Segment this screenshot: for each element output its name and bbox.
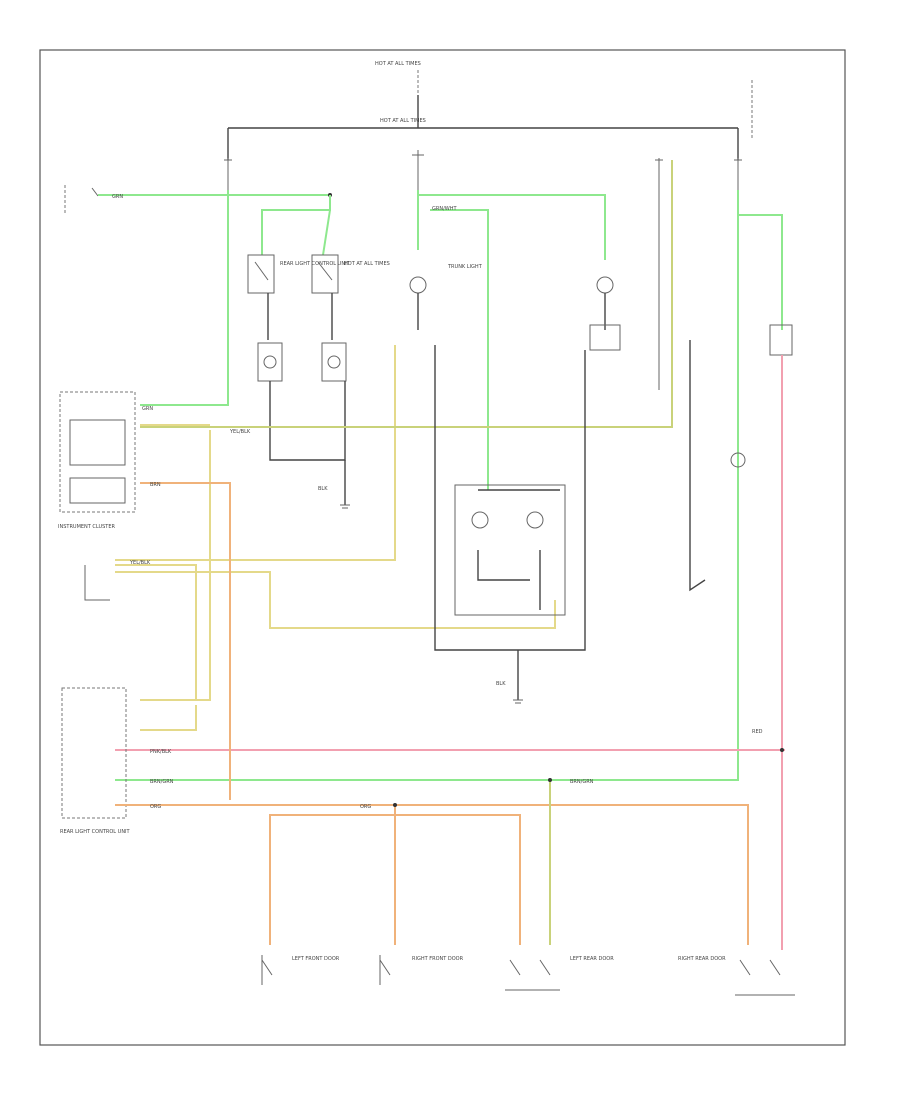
svg-text:LEFT REAR DOOR: LEFT REAR DOOR <box>570 956 614 962</box>
ground-symbol-2 <box>513 699 523 704</box>
wire-yel-blk-1 <box>115 345 396 561</box>
glove-box-light <box>589 276 621 351</box>
wire-yel-2 <box>140 430 211 701</box>
wire-org-drop-3 <box>395 814 521 945</box>
right-rear-door-switch: RIGHT REAR DOOR <box>678 956 795 996</box>
svg-text:YEL/BLK: YEL/BLK <box>129 560 151 566</box>
diagram-frame <box>39 49 846 1046</box>
rear-light-control-unit: REAR LIGHT CONTROL UNIT <box>60 687 131 835</box>
wire-grn-right-top <box>737 190 783 330</box>
wire-grn-center-b <box>430 209 489 490</box>
wire-org-cluster <box>140 482 231 800</box>
svg-text:HOT AT ALL TIMES: HOT AT ALL TIMES <box>344 261 390 267</box>
svg-text:BRN/GRN: BRN/GRN <box>570 779 594 785</box>
left-front-door-switch: LEFT FRONT DOOR <box>261 955 340 985</box>
svg-text:YEL/BLK: YEL/BLK <box>229 429 251 435</box>
trunk-light: TRUNK LIGHT <box>409 264 483 330</box>
svg-text:BLK: BLK <box>318 486 328 492</box>
top-bus <box>227 70 753 160</box>
wire-org-long <box>115 804 749 945</box>
wire-yel-blk-long <box>140 160 673 428</box>
instrument-cluster: INSTRUMENT CLUSTER <box>58 391 136 530</box>
svg-text:PNK/BLK: PNK/BLK <box>150 749 172 755</box>
wire-lamp-ground <box>269 381 346 461</box>
svg-text:INSTRUMENT CLUSTER: INSTRUMENT CLUSTER <box>58 524 116 530</box>
right-front-lamp <box>769 324 793 950</box>
svg-text:REAR LIGHT CONTROL UNIT: REAR LIGHT CONTROL UNIT <box>60 829 131 835</box>
svg-text:RIGHT REAR DOOR: RIGHT REAR DOOR <box>678 956 726 962</box>
svg-text:TRUNK LIGHT: TRUNK LIGHT <box>447 264 483 270</box>
wire-grn-lights <box>261 195 331 255</box>
junction-connector <box>84 564 197 700</box>
trunk-switch <box>689 340 706 592</box>
svg-text:GRN/WHT: GRN/WHT <box>432 206 457 212</box>
wire-grn-lights-b <box>322 209 331 256</box>
svg-text:BLK: BLK <box>496 681 506 687</box>
wire-grn-long <box>115 215 739 781</box>
wire-label-group: GRN GRN YEL/BLK GRN/WHT BLK BLK BRN YEL/… <box>112 118 763 810</box>
wire-org-drop-1 <box>269 814 395 945</box>
wire-yel-loop <box>115 571 556 629</box>
wire-grn-right <box>418 194 606 260</box>
svg-text:ORG: ORG <box>150 804 161 810</box>
svg-text:GRN: GRN <box>142 406 153 412</box>
left-rear-door-switch: LEFT REAR DOOR <box>505 956 614 991</box>
svg-text:REAR LIGHT CONTROL UNIT: REAR LIGHT CONTROL UNIT <box>280 261 351 267</box>
center-lamp-cluster <box>454 484 566 616</box>
svg-text:RIGHT FRONT DOOR: RIGHT FRONT DOOR <box>412 956 464 962</box>
ground-symbol-1 <box>340 504 350 509</box>
right-front-door-switch: RIGHT FRONT DOOR <box>379 955 464 985</box>
right-map-lamp <box>321 342 347 382</box>
wire-blk-center <box>434 345 586 651</box>
right-rear-light: HOT AT ALL TIMES <box>311 254 390 294</box>
svg-text:BRN: BRN <box>150 482 161 488</box>
svg-text:RED: RED <box>752 729 763 735</box>
left-rear-light: REAR LIGHT CONTROL UNIT <box>247 254 351 294</box>
svg-text:LEFT FRONT DOOR: LEFT FRONT DOOR <box>292 956 340 962</box>
wire-yel-4 <box>140 705 197 731</box>
wire-grn-cluster <box>140 190 229 406</box>
left-front-lamp <box>730 452 746 468</box>
left-map-lamp <box>257 342 283 382</box>
fuse-group <box>224 150 742 390</box>
svg-text:BRN/GRN: BRN/GRN <box>150 779 174 785</box>
svg-text:HOT AT ALL TIMES: HOT AT ALL TIMES <box>380 118 426 124</box>
svg-text:GRN: GRN <box>112 194 123 200</box>
hot-at-all-times-label: HOT AT ALL TIMES <box>375 61 421 67</box>
svg-text:ORG: ORG <box>360 804 371 810</box>
